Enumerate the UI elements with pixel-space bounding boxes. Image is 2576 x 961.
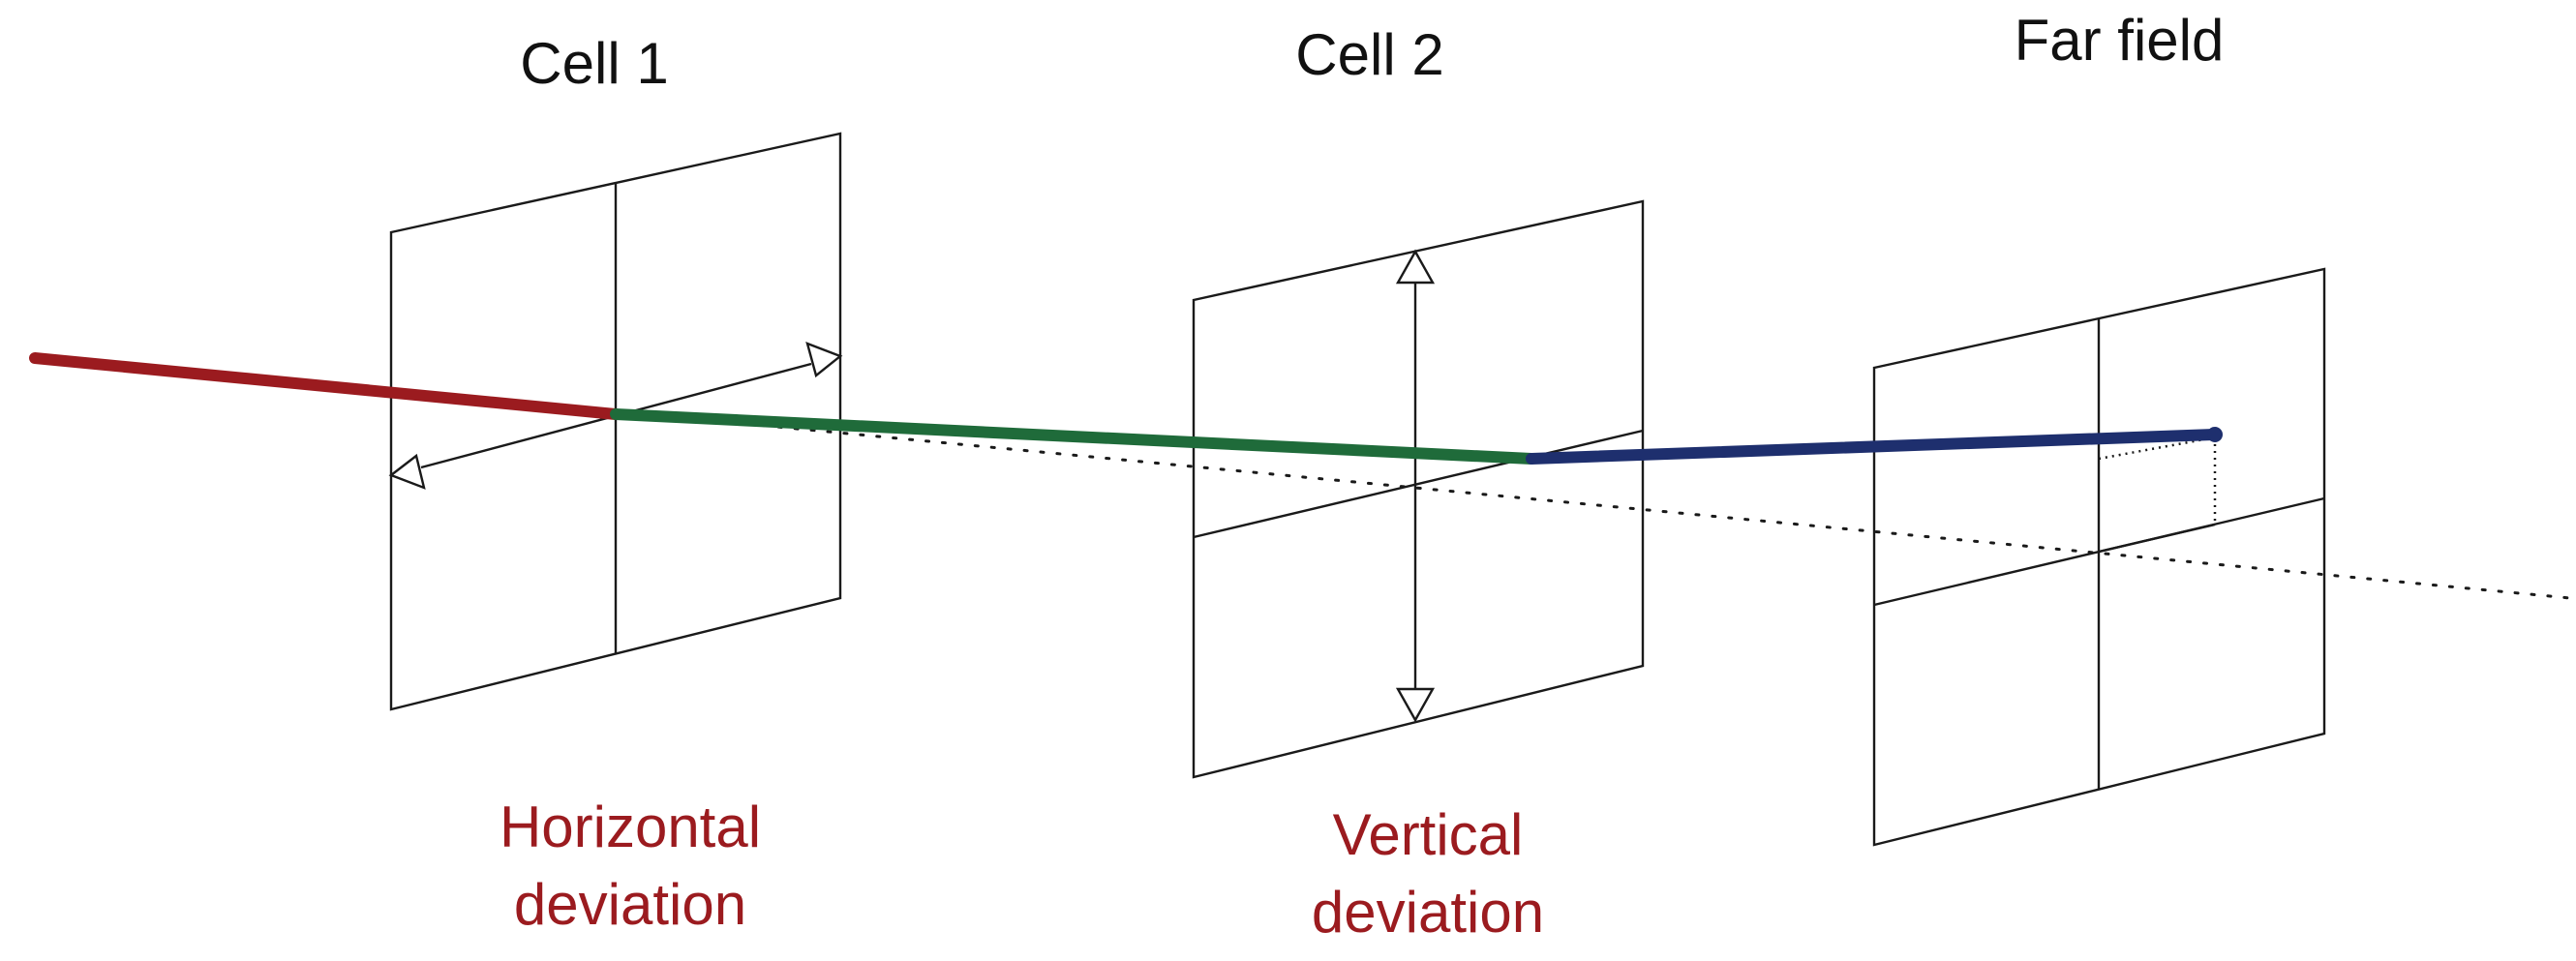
reference-axis-dotted-line	[613, 409, 2572, 600]
horizontal-deviation-label-line-1: Horizontal	[500, 795, 761, 859]
beam-far-field-segment	[1526, 429, 2221, 465]
cell-1-label: Cell 1	[520, 31, 668, 96]
cell-1-frame	[389, 132, 842, 711]
far-field-frame	[1872, 267, 2326, 847]
cell-2-plane	[1192, 199, 1645, 779]
vertical-deviation-label-line-1: Vertical	[1333, 802, 1524, 867]
beam-between-cells-segment	[610, 408, 1537, 465]
beam-incoming-segment	[29, 352, 621, 420]
cell-2-horizontal-divider	[1193, 429, 1644, 539]
beam-far-field-spot	[2207, 427, 2223, 442]
cell-2-label: Cell 2	[1295, 22, 1443, 87]
vertical-deviation-label-line-2: deviation	[1312, 880, 1544, 945]
cell-2-frame	[1192, 199, 1645, 779]
far-field-offset-bottom-line	[2098, 523, 2216, 554]
horizontal-arrow-head-left	[388, 453, 426, 490]
far-field-label: Far field	[2015, 8, 2225, 73]
vertical-arrow-head-bottom	[1395, 687, 1436, 723]
vertical-arrow-head-top	[1395, 249, 1436, 285]
horizontal-deviation-label-line-2: deviation	[514, 872, 746, 937]
horizontal-arrow-head-right	[805, 342, 843, 378]
far-field-plane	[1872, 267, 2326, 847]
vertical-deviation-arrow	[1395, 249, 1436, 723]
